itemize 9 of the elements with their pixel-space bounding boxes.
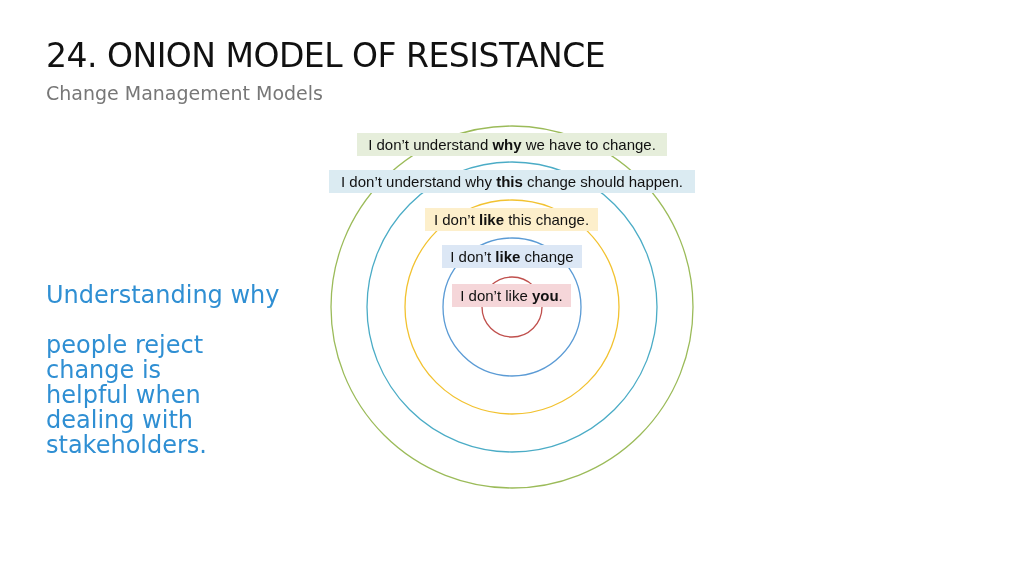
statement-text: Understanding why xyxy=(46,283,281,308)
resistance-layer-label: I don’t like this change. xyxy=(425,208,598,231)
slide-subtitle: Change Management Models xyxy=(46,82,323,104)
slide-title: 24. ONION MODEL OF RESISTANCE xyxy=(46,36,606,75)
resistance-layer-label: I don’t understand why we have to change. xyxy=(357,133,667,156)
resistance-layer-label: I don’t like you. xyxy=(452,284,571,307)
resistance-layer-label: I don’t understand why this change should happen. xyxy=(329,170,695,193)
resistance-layer-label: I don’t like change xyxy=(442,245,582,268)
statement-text: people reject change is helpful when dealing with stakeholders. xyxy=(46,333,208,458)
